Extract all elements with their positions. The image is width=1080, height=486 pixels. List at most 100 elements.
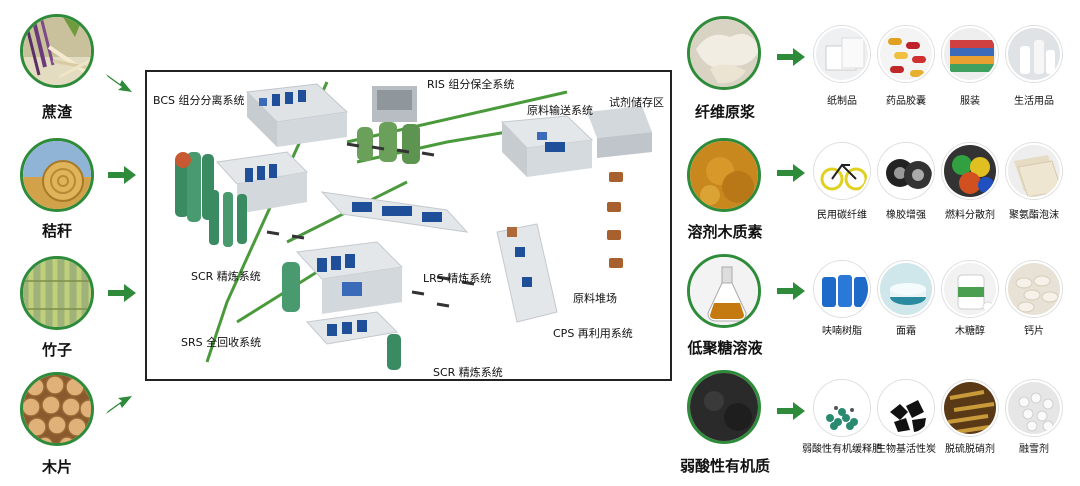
bicycle-photo-icon <box>816 145 868 197</box>
item-label-resin: 呋喃树脂 <box>822 326 862 337</box>
item-photo-capsules <box>878 26 934 82</box>
item-label-capsules: 药品胶囊 <box>886 96 926 107</box>
item-label-tires: 橡胶增强 <box>886 210 926 221</box>
input-photo-bamboo <box>20 256 94 330</box>
road-markings <box>266 142 475 308</box>
label-lrs-system: LRS 精炼系统 <box>423 272 492 285</box>
input-label-bamboo: 竹子 <box>41 341 72 359</box>
arrow-organic-matter-icon <box>777 402 805 420</box>
label-scr-system-bottom: SCR 精炼系统 <box>433 366 503 379</box>
label-srs-system: SRS 全回收系统 <box>181 336 262 349</box>
wood-logs-photo-icon <box>23 375 91 443</box>
feed-building <box>500 115 594 177</box>
snow-melt-photo-icon <box>1008 382 1060 434</box>
xylitol-photo-icon <box>944 263 996 315</box>
label-cps-system: CPS 再利用系统 <box>553 327 633 340</box>
fertilizer-photo-icon <box>816 382 868 434</box>
bamboo-photo-icon <box>23 259 91 327</box>
input-photo-straw <box>20 138 94 212</box>
input-photo-wood <box>20 372 94 446</box>
arrow-wood-icon <box>106 396 132 414</box>
tires-photo-icon <box>880 145 932 197</box>
central-conveyor <box>320 191 469 233</box>
bcs-building <box>245 83 349 147</box>
item-photo-foam <box>1006 143 1062 199</box>
foam-board-photo-icon <box>1008 145 1060 197</box>
product-label-organic-matter: 弱酸性有机质 <box>679 457 770 475</box>
ris-building <box>357 86 420 164</box>
item-label-bicycle: 民用碳纤维 <box>817 210 867 221</box>
sugarcane-bagasse-photo-icon <box>23 17 91 85</box>
arrow-fiber-pulp-icon <box>777 48 805 66</box>
calcium-tablets-photo-icon <box>1008 263 1060 315</box>
item-photo-activated-carbon <box>878 380 934 436</box>
lignin-powder-photo-icon <box>690 141 758 209</box>
product-label-fiber-pulp: 纤维原浆 <box>694 103 755 121</box>
cps-line <box>496 223 558 323</box>
fiber-pulp-photo-icon <box>690 19 758 87</box>
item-photo-resin <box>814 261 870 317</box>
paper-products-photo-icon <box>816 28 868 80</box>
item-photo-daily-goods <box>1006 26 1062 82</box>
product-photo-lignin <box>687 138 761 212</box>
arrow-lignin-icon <box>777 164 805 182</box>
item-photo-tires <box>878 143 934 199</box>
item-label-xylitol: 木糖醇 <box>955 326 985 337</box>
label-scr-system-top: SCR 精炼系统 <box>191 270 261 283</box>
item-label-foam: 聚氨酯泡沫 <box>1009 210 1059 221</box>
input-label-wood: 木片 <box>41 458 72 476</box>
item-label-snow-melt: 融雪剂 <box>1019 444 1049 455</box>
item-label-calcium: 钙片 <box>1024 326 1044 337</box>
arrow-bagasse-icon <box>106 74 132 92</box>
product-photo-organic-matter <box>687 370 761 444</box>
item-photo-pigment <box>942 143 998 199</box>
item-label-paper: 纸制品 <box>827 96 857 107</box>
scr-bottom <box>305 311 401 370</box>
item-photo-snow-melt <box>1006 380 1062 436</box>
product-photo-fiber-pulp <box>687 16 761 90</box>
denitration-agent-photo-icon <box>944 382 996 434</box>
reagent-storage <box>587 106 652 158</box>
resin-barrels-photo-icon <box>816 263 868 315</box>
pigment-photo-icon <box>944 145 996 197</box>
input-label-bagasse: 蔗渣 <box>41 103 72 121</box>
label-reagent-storage: 试剂储存区 <box>609 96 664 109</box>
clothing-photo-icon <box>944 28 996 80</box>
arrow-bamboo-icon <box>108 284 136 302</box>
item-photo-clothing <box>942 26 998 82</box>
daily-goods-photo-icon <box>1008 28 1060 80</box>
item-photo-xylitol <box>942 261 998 317</box>
sugar-solution-flask-photo-icon <box>690 257 758 325</box>
item-label-daily-goods: 生活用品 <box>1014 96 1054 107</box>
item-photo-denitration <box>942 380 998 436</box>
label-feed-system: 原料输送系统 <box>527 104 593 117</box>
item-photo-bicycle <box>814 143 870 199</box>
scr-columns-left <box>175 151 309 247</box>
item-label-cream: 面霜 <box>896 326 916 337</box>
product-photo-sugar-solution <box>687 254 761 328</box>
label-material-pile: 原料堆场 <box>573 292 617 305</box>
plant-diagram-frame: BCS 组分分离系统 RIS 组分保全系统 原料输送系统 试剂储存区 SCR 精… <box>145 70 672 381</box>
item-label-activated-carbon: 生物基活性炭 <box>876 444 936 455</box>
straw-bale-photo-icon <box>23 141 91 209</box>
item-label-pigment: 燃料分散剂 <box>945 210 995 221</box>
product-label-lignin: 溶剂木质素 <box>687 223 763 241</box>
arrow-sugar-solution-icon <box>777 282 805 300</box>
organic-matter-photo-icon <box>690 373 758 441</box>
label-bcs-system: BCS 组分分离系统 <box>153 94 245 107</box>
item-label-denitration: 脱硫脱硝剂 <box>945 444 995 455</box>
item-photo-calcium <box>1006 261 1062 317</box>
material-piles <box>607 172 623 268</box>
item-photo-fertilizer <box>814 380 870 436</box>
item-photo-cream <box>878 261 934 317</box>
plant-isometric-illustration <box>175 81 652 370</box>
capsules-photo-icon <box>880 28 932 80</box>
label-ris-system: RIS 组分保全系统 <box>427 78 515 91</box>
face-cream-photo-icon <box>880 263 932 315</box>
input-photo-bagasse <box>20 14 94 88</box>
input-label-straw: 秸秆 <box>41 222 72 240</box>
item-label-clothing: 服装 <box>960 96 980 107</box>
activated-carbon-photo-icon <box>880 382 932 434</box>
item-photo-paper <box>814 26 870 82</box>
product-label-sugar-solution: 低聚糖溶液 <box>687 339 763 357</box>
